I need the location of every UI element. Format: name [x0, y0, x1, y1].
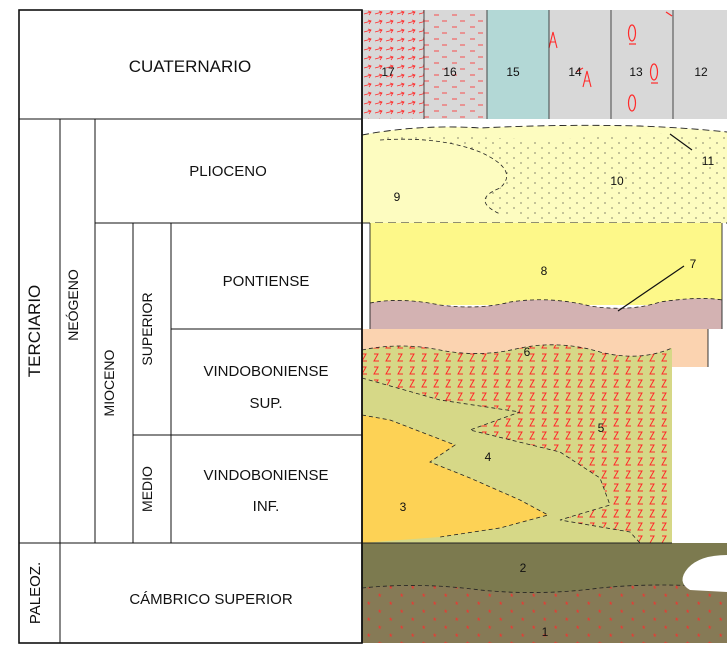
unit-7-leader [617, 265, 685, 312]
unit-13-symbols [627, 11, 673, 112]
label-vindoboniense-inf-line2: INF. [253, 498, 280, 515]
erosion-notch [682, 555, 727, 592]
rock-panel [362, 10, 727, 643]
unit-15-fill [487, 10, 549, 119]
label-plioceno: PLIOCENO [189, 163, 267, 180]
unit-label-12: 12 [694, 65, 708, 79]
unit-label-2: 2 [520, 561, 527, 575]
unit-label-17: 17 [381, 65, 395, 79]
label-cambrico-superior: CÁMBRICO SUPERIOR [129, 591, 293, 608]
unit-label-10: 10 [610, 174, 624, 188]
unit-label-5: 5 [598, 421, 605, 435]
unit-1-pattern [362, 585, 727, 643]
label-paleozoico: PALEOZ. [27, 562, 44, 624]
unit-14-fill [549, 10, 611, 119]
label-superior: SUPERIOR [139, 292, 155, 365]
unit-17-pattern [362, 10, 424, 119]
label-mioceno: MIOCENO [101, 349, 117, 416]
unit-label-13: 13 [629, 65, 643, 79]
unit-label-1: 1 [542, 625, 549, 639]
label-vindoboniense-sup-line1: VINDOBONIENSE [203, 363, 328, 380]
unit-11-leader [669, 133, 693, 151]
unit-label-11: 11 [702, 154, 715, 168]
label-terciario: TERCIARIO [25, 285, 44, 378]
label-vindoboniense-sup-line2: SUP. [249, 395, 282, 412]
unit-3-fill [362, 415, 548, 543]
unit-10-fill [380, 133, 727, 222]
unit-label-9: 9 [394, 190, 401, 204]
unit-14-symbols [548, 31, 592, 88]
chronostratigraphic-table [18, 9, 363, 644]
label-neogeno: NEÓGENO [65, 269, 81, 341]
unit-13-fill [611, 10, 673, 119]
unit-16-pattern [424, 10, 487, 119]
unit-label-6: 6 [524, 345, 531, 359]
unit-label-15: 15 [506, 65, 520, 79]
label-vindoboniense-inf-line1: VINDOBONIENSE [203, 467, 328, 484]
label-cuaternario: CUATERNARIO [129, 57, 251, 76]
unit-label-3: 3 [400, 500, 407, 514]
label-medio: MEDIO [139, 466, 155, 512]
unit-12-fill [673, 10, 727, 119]
unit-8-fill [370, 223, 722, 305]
unit-label-8: 8 [541, 264, 548, 278]
unit-7-fill [370, 298, 722, 329]
unit-label-4: 4 [485, 450, 492, 464]
label-pontiense: PONTIENSE [223, 273, 310, 290]
unit-label-14: 14 [568, 65, 582, 79]
unit-label-16: 16 [443, 65, 457, 79]
unit-label-7: 7 [690, 257, 697, 271]
